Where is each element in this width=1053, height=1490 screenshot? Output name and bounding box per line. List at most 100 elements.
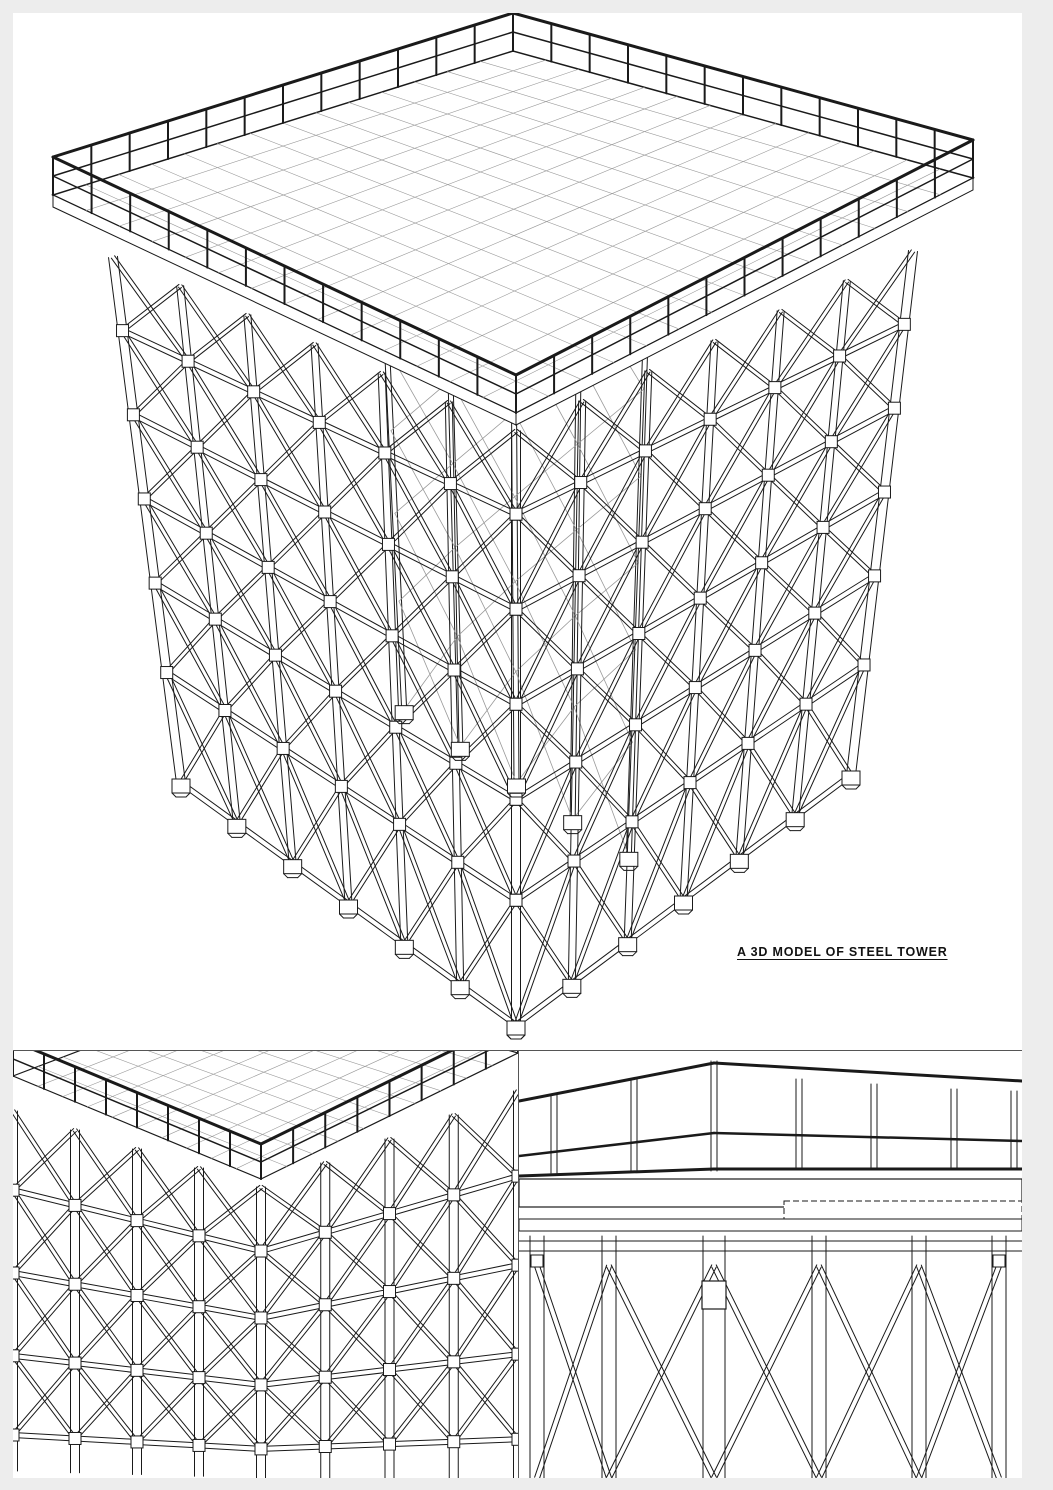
cross-brace: [197, 1382, 263, 1448]
horizontal-beam: [637, 595, 702, 637]
cross-brace: [73, 1368, 139, 1441]
cross-brace: [759, 440, 834, 565]
cross-brace: [73, 1293, 139, 1365]
steel-column: [132, 1148, 142, 1475]
bolted-joint: [318, 1440, 332, 1453]
bolted-joint: [383, 1285, 396, 1299]
interior-brace: [577, 388, 645, 445]
cross-brace: [812, 490, 887, 615]
deck-grid-line: [383, 141, 842, 352]
cross-brace: [196, 1166, 264, 1253]
bolted-joint: [68, 1431, 82, 1445]
horizontal-beam: [252, 389, 321, 426]
steel-column: [384, 1138, 395, 1478]
cross-brace: [213, 617, 286, 750]
cross-brace: [245, 313, 322, 425]
bolted-joint: [276, 741, 290, 755]
horizontal-beam: [142, 496, 208, 536]
bolted-joint: [218, 703, 232, 717]
steel-tower-isometric-drawing: [50, 13, 976, 1040]
cross-brace: [736, 702, 809, 860]
column-footing: [562, 978, 582, 994]
cross-brace: [629, 820, 686, 902]
cross-brace: [820, 406, 897, 529]
deck-grid-line: [446, 71, 909, 212]
cross-brace: [178, 284, 256, 394]
cross-brace: [803, 702, 854, 777]
cross-brace: [629, 686, 698, 824]
cross-brace: [687, 648, 758, 784]
bolted-joint: [569, 755, 583, 769]
horizontal-beam: [575, 630, 641, 672]
cross-brace: [451, 668, 519, 801]
bolted-joint: [868, 569, 882, 583]
bolted-joint: [261, 560, 275, 574]
cross-brace: [135, 1165, 201, 1223]
horizontal-beam: [573, 722, 638, 765]
cross-brace: [569, 820, 635, 985]
horizontal-beam: [197, 1232, 263, 1254]
handrail-toe-rail: [519, 1167, 716, 1178]
bolted-joint: [632, 627, 646, 641]
horizontal-beam: [388, 1191, 455, 1217]
column-footing: [394, 705, 414, 721]
cross-brace: [197, 1249, 263, 1309]
cross-brace: [446, 400, 519, 516]
cross-brace: [816, 1264, 922, 1478]
bolted-joint: [748, 643, 762, 657]
cross-brace: [134, 1147, 202, 1238]
horizontal-beam: [186, 358, 256, 395]
cross-brace: [571, 859, 630, 944]
cross-brace: [578, 480, 645, 545]
steel-column: [811, 1235, 827, 1478]
cross-brace: [72, 1128, 140, 1223]
cross-brace: [451, 1174, 518, 1280]
steel-column: [444, 401, 465, 986]
cross-brace: [571, 723, 638, 863]
bolted-joint: [688, 681, 702, 695]
horizontal-beam: [333, 688, 398, 730]
column-footing: [841, 770, 861, 786]
bolted-joint: [385, 629, 399, 643]
cross-brace: [687, 781, 742, 860]
cross-brace: [281, 689, 338, 751]
cross-brace: [222, 709, 295, 865]
column-footing: [450, 741, 470, 757]
cross-brace: [606, 1264, 717, 1478]
bolted-joint: [511, 1169, 518, 1183]
cross-brace: [135, 1233, 201, 1298]
horizontal-beam: [74, 1281, 138, 1299]
cross-brace: [577, 573, 641, 636]
cross-brace: [259, 420, 322, 482]
cross-brace: [265, 565, 338, 693]
bolted-joint: [318, 505, 332, 519]
steel-column: [567, 400, 587, 984]
bolted-joint: [192, 1438, 206, 1452]
horizontal-beam: [452, 1262, 518, 1282]
cross-brace: [402, 860, 460, 946]
bolted-joint: [572, 569, 586, 583]
cross-brace: [312, 342, 388, 455]
cross-brace: [387, 1360, 456, 1446]
horizontal-beam: [643, 416, 712, 454]
cross-brace: [578, 369, 651, 485]
interior-brace: [456, 581, 516, 637]
horizontal-beam: [448, 480, 518, 517]
horizontal-beam: [455, 859, 518, 903]
cross-brace: [606, 1264, 717, 1478]
horizontal-beam: [633, 684, 698, 728]
cross-brace: [837, 354, 897, 411]
cross-brace: [573, 760, 634, 824]
horizontal-beam: [829, 405, 897, 445]
cross-brace: [196, 1375, 264, 1451]
cross-brace: [273, 599, 333, 658]
cross-brace: [816, 1264, 922, 1478]
cross-brace: [323, 1211, 392, 1307]
deck-grid-line: [449, 159, 908, 383]
cross-brace: [448, 482, 519, 611]
cross-brace: [457, 898, 519, 987]
bolted-joint: [254, 1244, 268, 1258]
cross-brace: [745, 741, 798, 819]
cross-brace: [72, 1361, 140, 1444]
cross-brace: [197, 1316, 263, 1380]
